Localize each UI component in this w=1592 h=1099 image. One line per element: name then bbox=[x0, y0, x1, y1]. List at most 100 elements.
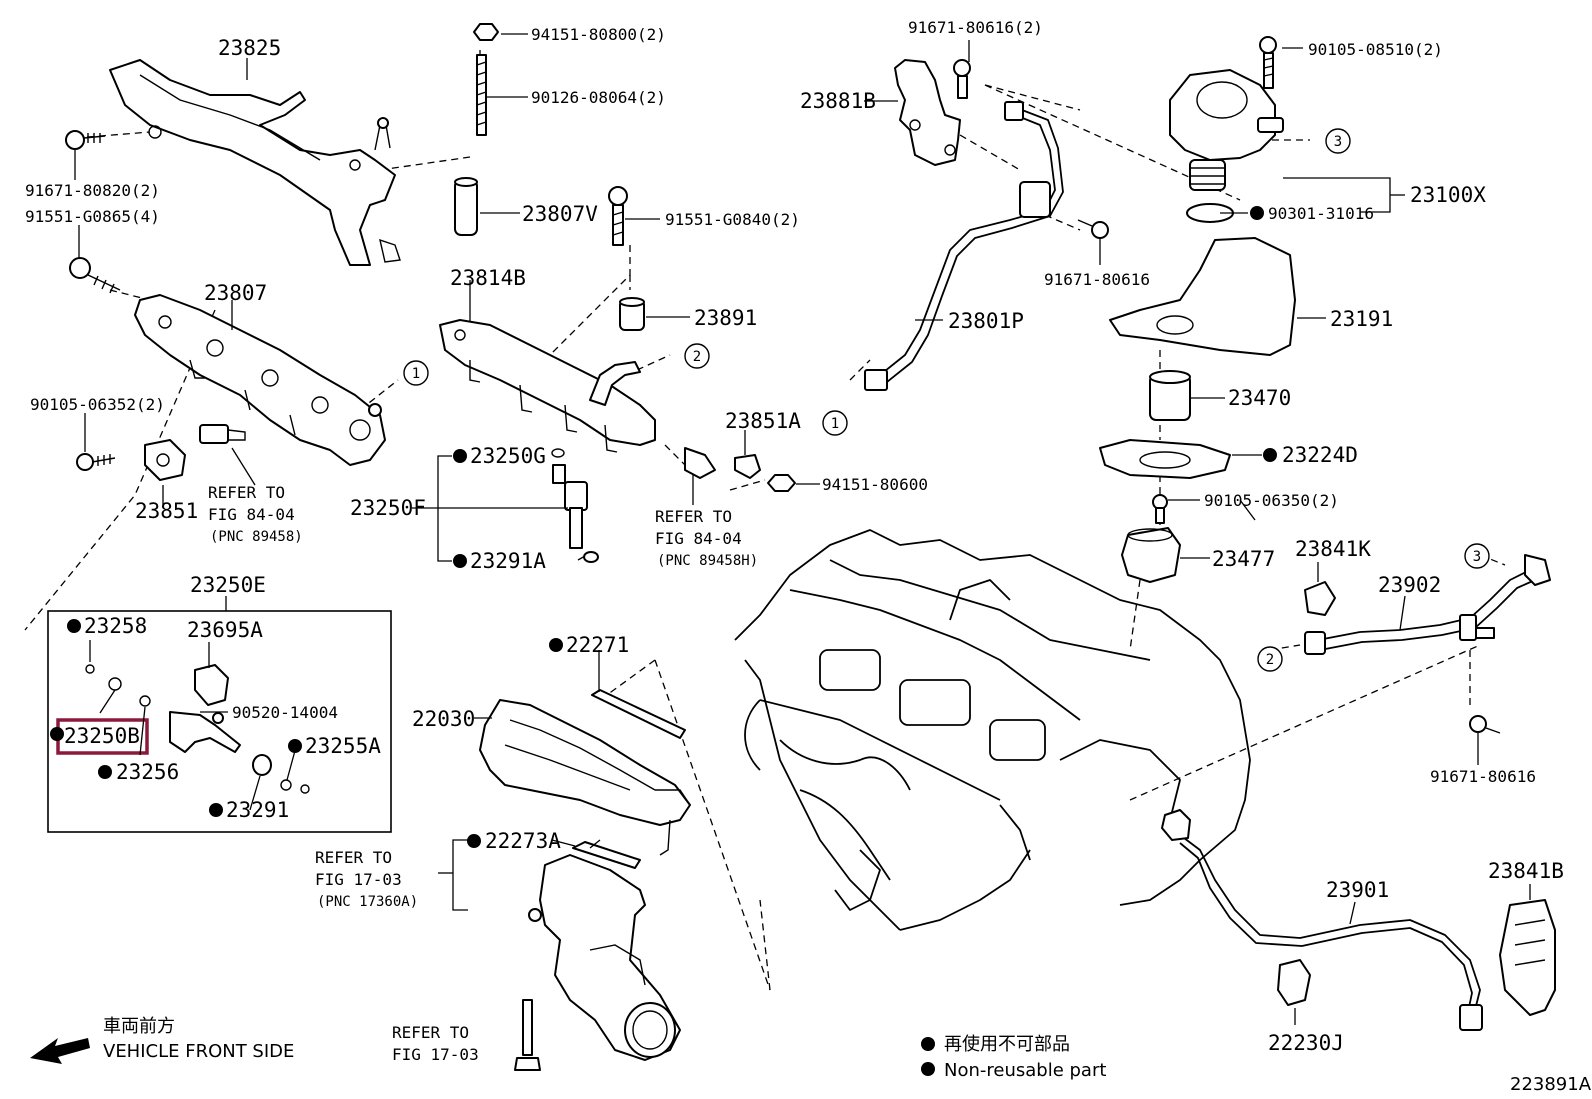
nonreusable-legend: 再使用不可部品 Non-reusable part bbox=[944, 1034, 1106, 1081]
label-23814B: 23814B bbox=[450, 266, 526, 290]
label-23224D: 23224D bbox=[1282, 443, 1358, 467]
gasket-22271 bbox=[591, 689, 686, 739]
callout-1-top: 1 bbox=[403, 360, 429, 386]
callout-3-right: 3 bbox=[1464, 543, 1490, 569]
label-23901: 23901 bbox=[1326, 878, 1389, 902]
refer-label-4: REFER TO bbox=[392, 1023, 469, 1042]
callout-2-right: 2 bbox=[1257, 646, 1283, 672]
svg-text:Non-reusable part: Non-reusable part bbox=[944, 1060, 1106, 1081]
label-90301-31016: 90301-31016 bbox=[1268, 204, 1374, 223]
callout-2-top: 2 bbox=[684, 343, 710, 369]
label-90105-06352: 90105-06352(2) bbox=[30, 395, 165, 414]
leader-lines bbox=[74, 33, 1531, 1025]
bolt-91671-80616-right bbox=[1469, 715, 1501, 734]
label-23291A: 23291A bbox=[470, 549, 546, 573]
nonreusable-dots bbox=[50, 206, 1277, 1076]
label-91671-80616-top: 91671-80616(2) bbox=[908, 18, 1043, 37]
callout-3-top: 3 bbox=[1325, 128, 1351, 154]
label-91671-80616-right: 91671-80616 bbox=[1430, 767, 1536, 786]
label-91551-G0840: 91551-G0840(2) bbox=[665, 210, 800, 229]
bolt-90105-06352 bbox=[76, 453, 116, 471]
label-23801P: 23801P bbox=[948, 309, 1024, 333]
wire-23901 bbox=[1161, 809, 1483, 1031]
label-23807V: 23807V bbox=[522, 202, 598, 226]
label-23250B: 23250B bbox=[64, 724, 140, 748]
fig-label-84-04-a: FIG 84-04 bbox=[208, 505, 295, 524]
label-22273A: 22273A bbox=[485, 829, 561, 853]
refer-label-1: REFER TO bbox=[208, 483, 285, 502]
svg-text:車両前方: 車両前方 bbox=[103, 1016, 175, 1037]
bolt-90105-06350 bbox=[1152, 494, 1168, 524]
bolt-throttle bbox=[514, 999, 541, 1071]
fig-label-17-03-b: FIG 17-03 bbox=[392, 1045, 479, 1064]
part-labels: 23825 94151-80800(2) 90126-08064(2) 9167… bbox=[25, 18, 1564, 1064]
clip-23851A bbox=[734, 454, 761, 479]
label-23477: 23477 bbox=[1212, 547, 1275, 571]
direction-legend: 車両前方 VEHICLE FRONT SIDE bbox=[30, 1016, 294, 1064]
svg-text:3: 3 bbox=[1473, 549, 1481, 565]
callout-1-bottom: 1 bbox=[822, 410, 848, 436]
pnc-label-89458: (PNC 89458) bbox=[210, 529, 303, 545]
refer-label-3: REFER TO bbox=[315, 848, 392, 867]
svg-text:2: 2 bbox=[693, 349, 701, 365]
label-23695A: 23695A bbox=[187, 618, 263, 642]
housing-23477 bbox=[1121, 527, 1181, 583]
label-23825: 23825 bbox=[218, 36, 281, 60]
label-22030: 22030 bbox=[412, 707, 475, 731]
label-23250F: 23250F bbox=[350, 496, 426, 520]
bracket-23881B bbox=[894, 59, 961, 166]
label-90105-08510: 90105-08510(2) bbox=[1308, 40, 1443, 59]
figure-id: 223891A bbox=[1510, 1074, 1592, 1095]
insulator-23891 bbox=[619, 297, 645, 331]
label-23250G: 23250G bbox=[470, 444, 546, 468]
cover-23191 bbox=[1109, 237, 1296, 356]
label-22230J: 22230J bbox=[1268, 1031, 1344, 1055]
label-90105-06350: 90105-06350(2) bbox=[1204, 491, 1339, 510]
label-90520-14004: 90520-14004 bbox=[232, 703, 338, 722]
label-23841K: 23841K bbox=[1295, 537, 1371, 561]
fig-label-84-04-b: FIG 84-04 bbox=[655, 529, 742, 548]
label-23891: 23891 bbox=[694, 306, 757, 330]
svg-text:再使用不可部品: 再使用不可部品 bbox=[944, 1034, 1070, 1055]
label-23841B: 23841B bbox=[1488, 859, 1564, 883]
box-23250E bbox=[47, 610, 392, 833]
svg-text:VEHICLE FRONT SIDE: VEHICLE FRONT SIDE bbox=[103, 1041, 294, 1062]
pnc-label-89458H: (PNC 89458H) bbox=[657, 553, 758, 569]
label-23851A: 23851A bbox=[725, 409, 801, 433]
lifter-23470 bbox=[1149, 370, 1191, 421]
label-22271: 22271 bbox=[566, 633, 629, 657]
part-23807-fuel-rail bbox=[134, 294, 386, 466]
nut-94151-80800 bbox=[473, 23, 499, 41]
label-23851: 23851 bbox=[135, 499, 198, 523]
pnc-label-17360A: (PNC 17360A) bbox=[317, 894, 418, 910]
front-arrow-icon bbox=[30, 1038, 90, 1064]
sensor-22230J bbox=[1277, 959, 1311, 1006]
part-23825-heat-shield bbox=[109, 59, 401, 266]
part-22030-intake-body bbox=[479, 699, 691, 856]
label-91671-80616-mid: 91671-80616 bbox=[1044, 270, 1150, 289]
label-91671-80820: 91671-80820(2) bbox=[25, 181, 160, 200]
label-23470: 23470 bbox=[1228, 386, 1291, 410]
gasket-22273A bbox=[572, 841, 641, 869]
gasket-23224D bbox=[1099, 439, 1231, 479]
svg-text:1: 1 bbox=[831, 416, 839, 432]
label-94151-80600: 94151-80600 bbox=[822, 475, 928, 494]
fig-label-17-03-a: FIG 17-03 bbox=[315, 870, 402, 889]
svg-text:3: 3 bbox=[1334, 134, 1342, 150]
bolt-91551-G0865 bbox=[69, 257, 121, 294]
bolt-90105-08510 bbox=[1259, 36, 1277, 89]
clamp-23841K bbox=[1304, 581, 1336, 616]
label-94151-80800: 94151-80800(2) bbox=[531, 25, 666, 44]
label-91551-G0865: 91551-G0865(4) bbox=[25, 207, 160, 226]
refer-label-2: REFER TO bbox=[655, 507, 732, 526]
fuel-pump-23100X bbox=[1169, 69, 1284, 191]
label-23807: 23807 bbox=[204, 281, 267, 305]
injector-23250F bbox=[551, 448, 599, 563]
bolt-91671-80616-mid bbox=[1077, 219, 1109, 239]
bolt-91551-G0840 bbox=[608, 186, 628, 246]
label-23255A: 23255A bbox=[305, 734, 381, 758]
label-23258: 23258 bbox=[84, 614, 147, 638]
pressure-sensor-right bbox=[684, 447, 716, 479]
label-23291: 23291 bbox=[226, 798, 289, 822]
